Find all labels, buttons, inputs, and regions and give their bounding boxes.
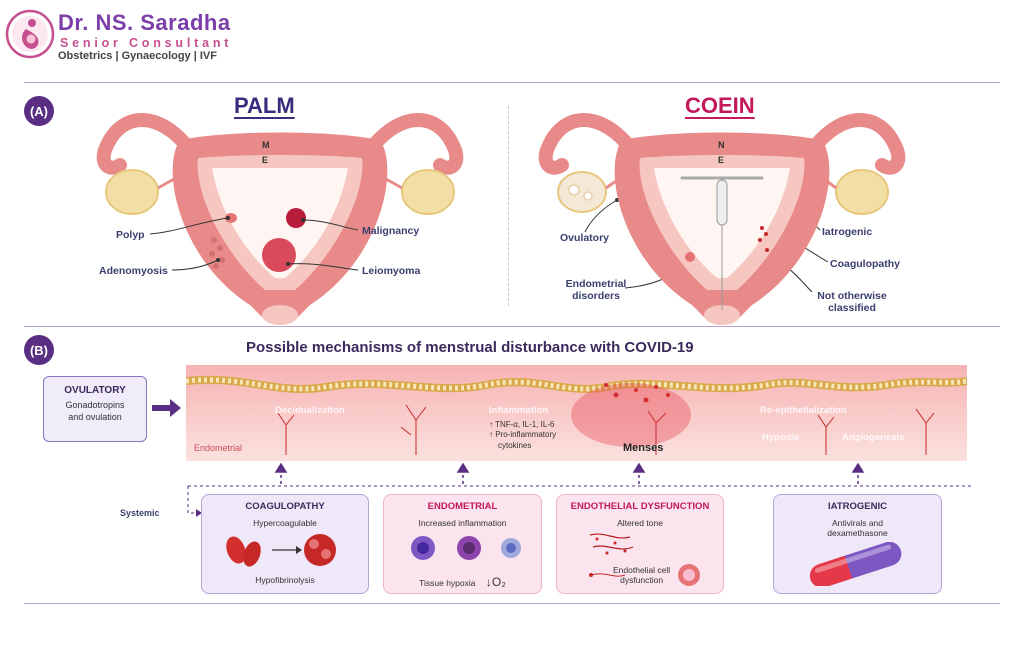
- palm-label-adenomyosis: Adenomyosis: [99, 265, 168, 277]
- band-label-endometrial: Endometrial: [194, 443, 243, 453]
- panel-a-badge: (A): [24, 96, 54, 126]
- ovulatory-arrow-icon: [152, 399, 181, 417]
- card-coagulopathy-title: COAGULOPATHY: [245, 501, 325, 512]
- band-label-decidualization: Decidualization: [275, 405, 345, 416]
- card-endothelial-desc: Endothelial cell dysfunction: [613, 565, 670, 585]
- card-endothelial-dysfunction: ENDOTHELIAL DYSFUNCTION Altered tone End…: [556, 494, 724, 594]
- band-label-menses: Menses: [623, 442, 664, 454]
- coein-label-noc-line2: classified: [828, 302, 876, 314]
- card-endometrial-hypoxia-row: Tissue hypoxia ↓O₂: [384, 575, 541, 589]
- card-endometrial-o2: ↓O₂: [485, 575, 506, 589]
- band-label-angiogenesis: Angiogenesis: [842, 432, 905, 443]
- coein-letter-n: N: [718, 140, 725, 150]
- panel-a-separator: [508, 106, 509, 306]
- coein-uterus-illustration: [538, 113, 906, 325]
- blood-clot-icon: [226, 534, 336, 567]
- band-label-hypoxia: Hypoxia: [762, 432, 799, 443]
- band-label-inflammation: Inflammation: [489, 405, 549, 416]
- palm-letter-e: E: [262, 155, 269, 165]
- coein-label-coagulopathy: Coagulopathy: [830, 258, 900, 270]
- doctor-specialties: Obstetrics | Gynaecology | IVF: [58, 50, 217, 62]
- band-proinflammatory-line: ↑ Pro-inflammatory: [489, 430, 557, 440]
- endothelial-cells-icon: [589, 533, 700, 586]
- coein-label-ovulatory: Ovulatory: [560, 232, 610, 244]
- panel-b-badge: (B): [24, 335, 54, 365]
- capsule-pill-icon: [809, 541, 901, 588]
- coein-label-not-otherwise-classified: Not otherwise classified: [810, 290, 894, 314]
- footer-divider: [24, 603, 1000, 604]
- ovulatory-title: OVULATORY: [64, 385, 126, 396]
- card-endometrial-title: ENDOMETRIAL: [427, 501, 498, 512]
- coein-label-endometrial-line1: Endometrial: [565, 278, 627, 290]
- palm-label-polyp: Polyp: [116, 229, 145, 241]
- card-endometrial: ENDOMETRIAL Increased inflammation Tissu…: [383, 494, 542, 594]
- palm-title: PALM: [234, 93, 295, 118]
- card-coagulopathy: COAGULOPATHY Hypercoagulable Hypofibrino…: [201, 494, 369, 594]
- card-iatrogenic-line2: dexamethasone: [827, 528, 888, 538]
- coein-label-noc-line1: Not otherwise: [817, 290, 887, 302]
- coein-label-iatrogenic: Iatrogenic: [822, 226, 873, 238]
- ovulatory-description: Gonadotropins and ovulation: [44, 399, 146, 423]
- card-endothelial-title: ENDOTHELIAL DYSFUNCTION: [570, 501, 710, 512]
- endometrium-band-illustration: [186, 365, 967, 461]
- mother-child-logo-icon: [5, 9, 55, 59]
- palm-uterus-illustration: [96, 113, 464, 325]
- card-iatrogenic-line1: Antivirals and: [831, 518, 884, 528]
- card-coagulopathy-line2: Hypofibrinolysis: [255, 575, 315, 585]
- palm-letter-m: M: [262, 140, 270, 150]
- systemic-label: Systemic: [120, 508, 160, 518]
- card-endothelial-line2: Endothelial cell: [613, 565, 671, 575]
- palm-label-malignancy: Malignancy: [362, 225, 420, 237]
- band-tnf-line: ↑ TNF-α, IL-1, IL-6: [489, 420, 555, 429]
- card-endothelial-line1: Altered tone: [617, 518, 663, 528]
- coein-letter-e: E: [718, 155, 725, 165]
- palm-label-leiomyoma: Leiomyoma: [362, 265, 421, 277]
- ovulatory-box: OVULATORY Gonadotropins and ovulation: [43, 376, 147, 442]
- ovulatory-line2: and ovulation: [68, 412, 122, 423]
- panel-divider: [24, 326, 1000, 327]
- header-divider: [24, 82, 1000, 83]
- coein-label-endometrial-line2: disorders: [572, 290, 620, 302]
- doctor-name: Dr. NS. Saradha: [58, 10, 231, 35]
- immune-cells-icon: [410, 536, 521, 560]
- card-iatrogenic-title: IATROGENIC: [828, 501, 887, 512]
- ovulatory-line1: Gonadotropins: [65, 400, 125, 410]
- mechanisms-title: Possible mechanisms of menstrual disturb…: [246, 339, 694, 356]
- card-endothelial-line3: dysfunction: [620, 575, 664, 585]
- band-label-reepithelialization: Re-epithelialization: [760, 405, 847, 416]
- card-iatrogenic: IATROGENIC Antivirals and dexamethasone: [773, 494, 942, 594]
- card-endometrial-line1: Increased inflammation: [418, 518, 507, 528]
- coein-label-endometrial-disorders: Endometrial disorders: [556, 278, 636, 302]
- band-cytokines-line: cytokines: [498, 440, 532, 450]
- band-cytokines-note: ↑ TNF-α, IL-1, IL-6 ↑ Pro-inflammatory c…: [489, 420, 556, 451]
- coein-title: COEIN: [685, 93, 755, 118]
- doctor-title: Senior Consultant: [60, 36, 233, 50]
- card-coagulopathy-line1: Hypercoagulable: [253, 518, 317, 528]
- card-endometrial-line2: Tissue hypoxia: [419, 578, 476, 588]
